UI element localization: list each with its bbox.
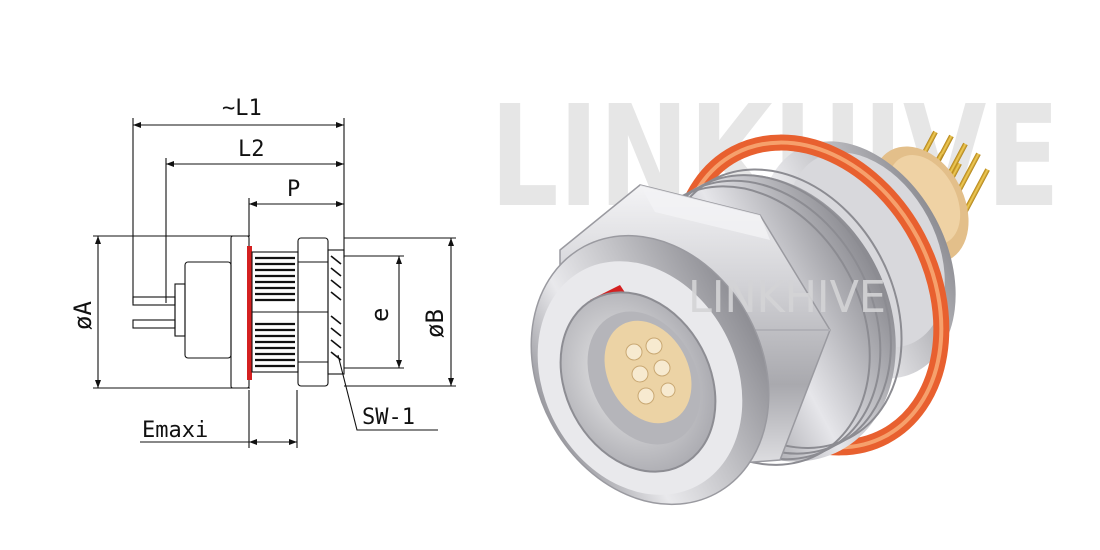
label-l1: ~L1 <box>222 96 262 121</box>
label-p: P <box>287 177 300 202</box>
label-l2: L2 <box>238 137 265 162</box>
technical-drawing <box>93 118 456 448</box>
label-dia-b: øB <box>421 309 449 338</box>
label-dia-a: øA <box>69 301 97 330</box>
label-e: e <box>366 308 394 322</box>
watermark-small: LINKHIVE <box>688 272 886 323</box>
label-sw1: SW-1 <box>362 405 415 430</box>
label-emaxi: Emaxi <box>142 418 208 443</box>
connector-photo <box>530 130 990 506</box>
